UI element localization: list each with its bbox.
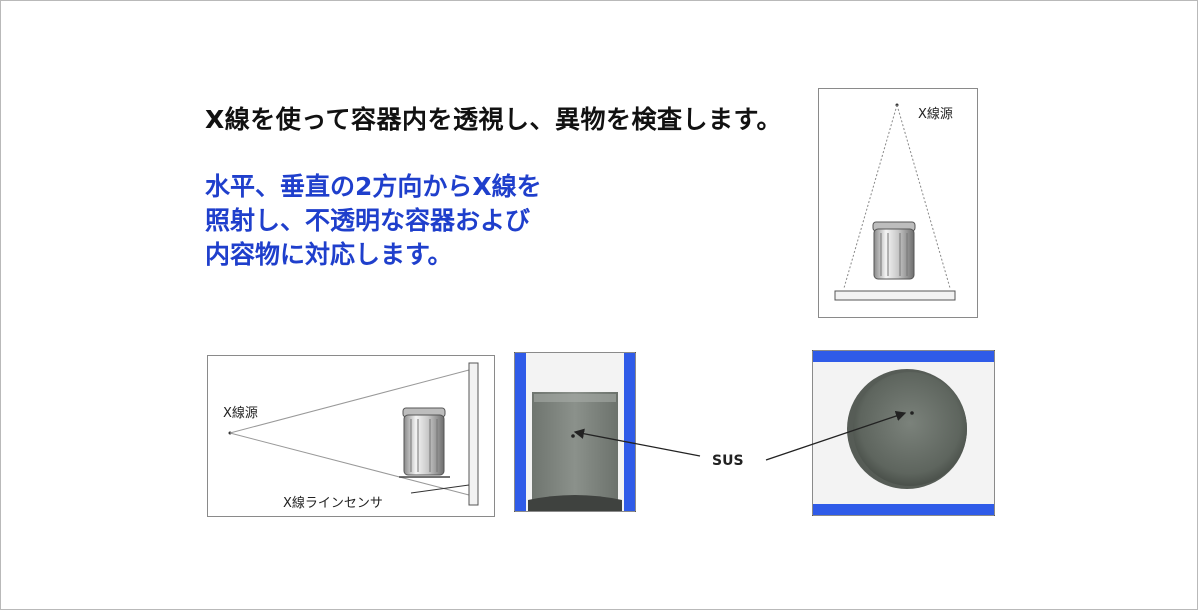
side-bar-bottom [813,504,994,515]
can-icon [872,221,916,280]
sensor-leader-line [410,484,470,494]
horizontal-irradiation-diagram: X線源 X線ラインセンサ [207,355,495,517]
description: 水平、垂直の2方向からX線を 照射し、不透明な容器および 内容物に対応します。 [205,170,542,272]
vertical-irradiation-diagram: X線源 [818,88,978,318]
can-rim [534,394,616,402]
horizontal-irradiation-svg [207,355,495,517]
line-sensor-plate [468,362,479,506]
description-line-1: 水平、垂直の2方向からX線を [205,172,542,201]
beam-edge-top [229,369,470,434]
can-base-shadow [528,495,622,511]
description-line-3: 内容物に対応します。 [205,240,453,269]
sus-label: SUS [712,453,744,469]
line-sensor-plate [834,290,956,301]
can-icon [399,407,450,478]
beam-edge-bottom [229,432,470,496]
headline: X線を使って容器内を透視し、異物を検査します。 [205,105,783,134]
side-xray-image [514,352,636,512]
top-xray-image [812,350,995,516]
top-xray-svg [812,350,995,516]
xray-source-top-label: X線源 [918,107,953,122]
side-bar-left [515,353,526,511]
line-sensor-label: X線ラインセンサ [283,496,383,511]
contaminant-dot [571,434,575,438]
side-bar-top [813,351,994,362]
diagram-border [818,88,978,318]
contaminant-dot [910,411,914,415]
side-bar-right [624,353,635,511]
vertical-irradiation-svg [818,88,978,318]
side-xray-svg [514,352,636,512]
description-line-2: 照射し、不透明な容器および [205,206,531,235]
xray-source-side-label: X線源 [223,406,258,421]
can-shadow-inner [853,372,967,486]
can-shadow [532,392,618,504]
